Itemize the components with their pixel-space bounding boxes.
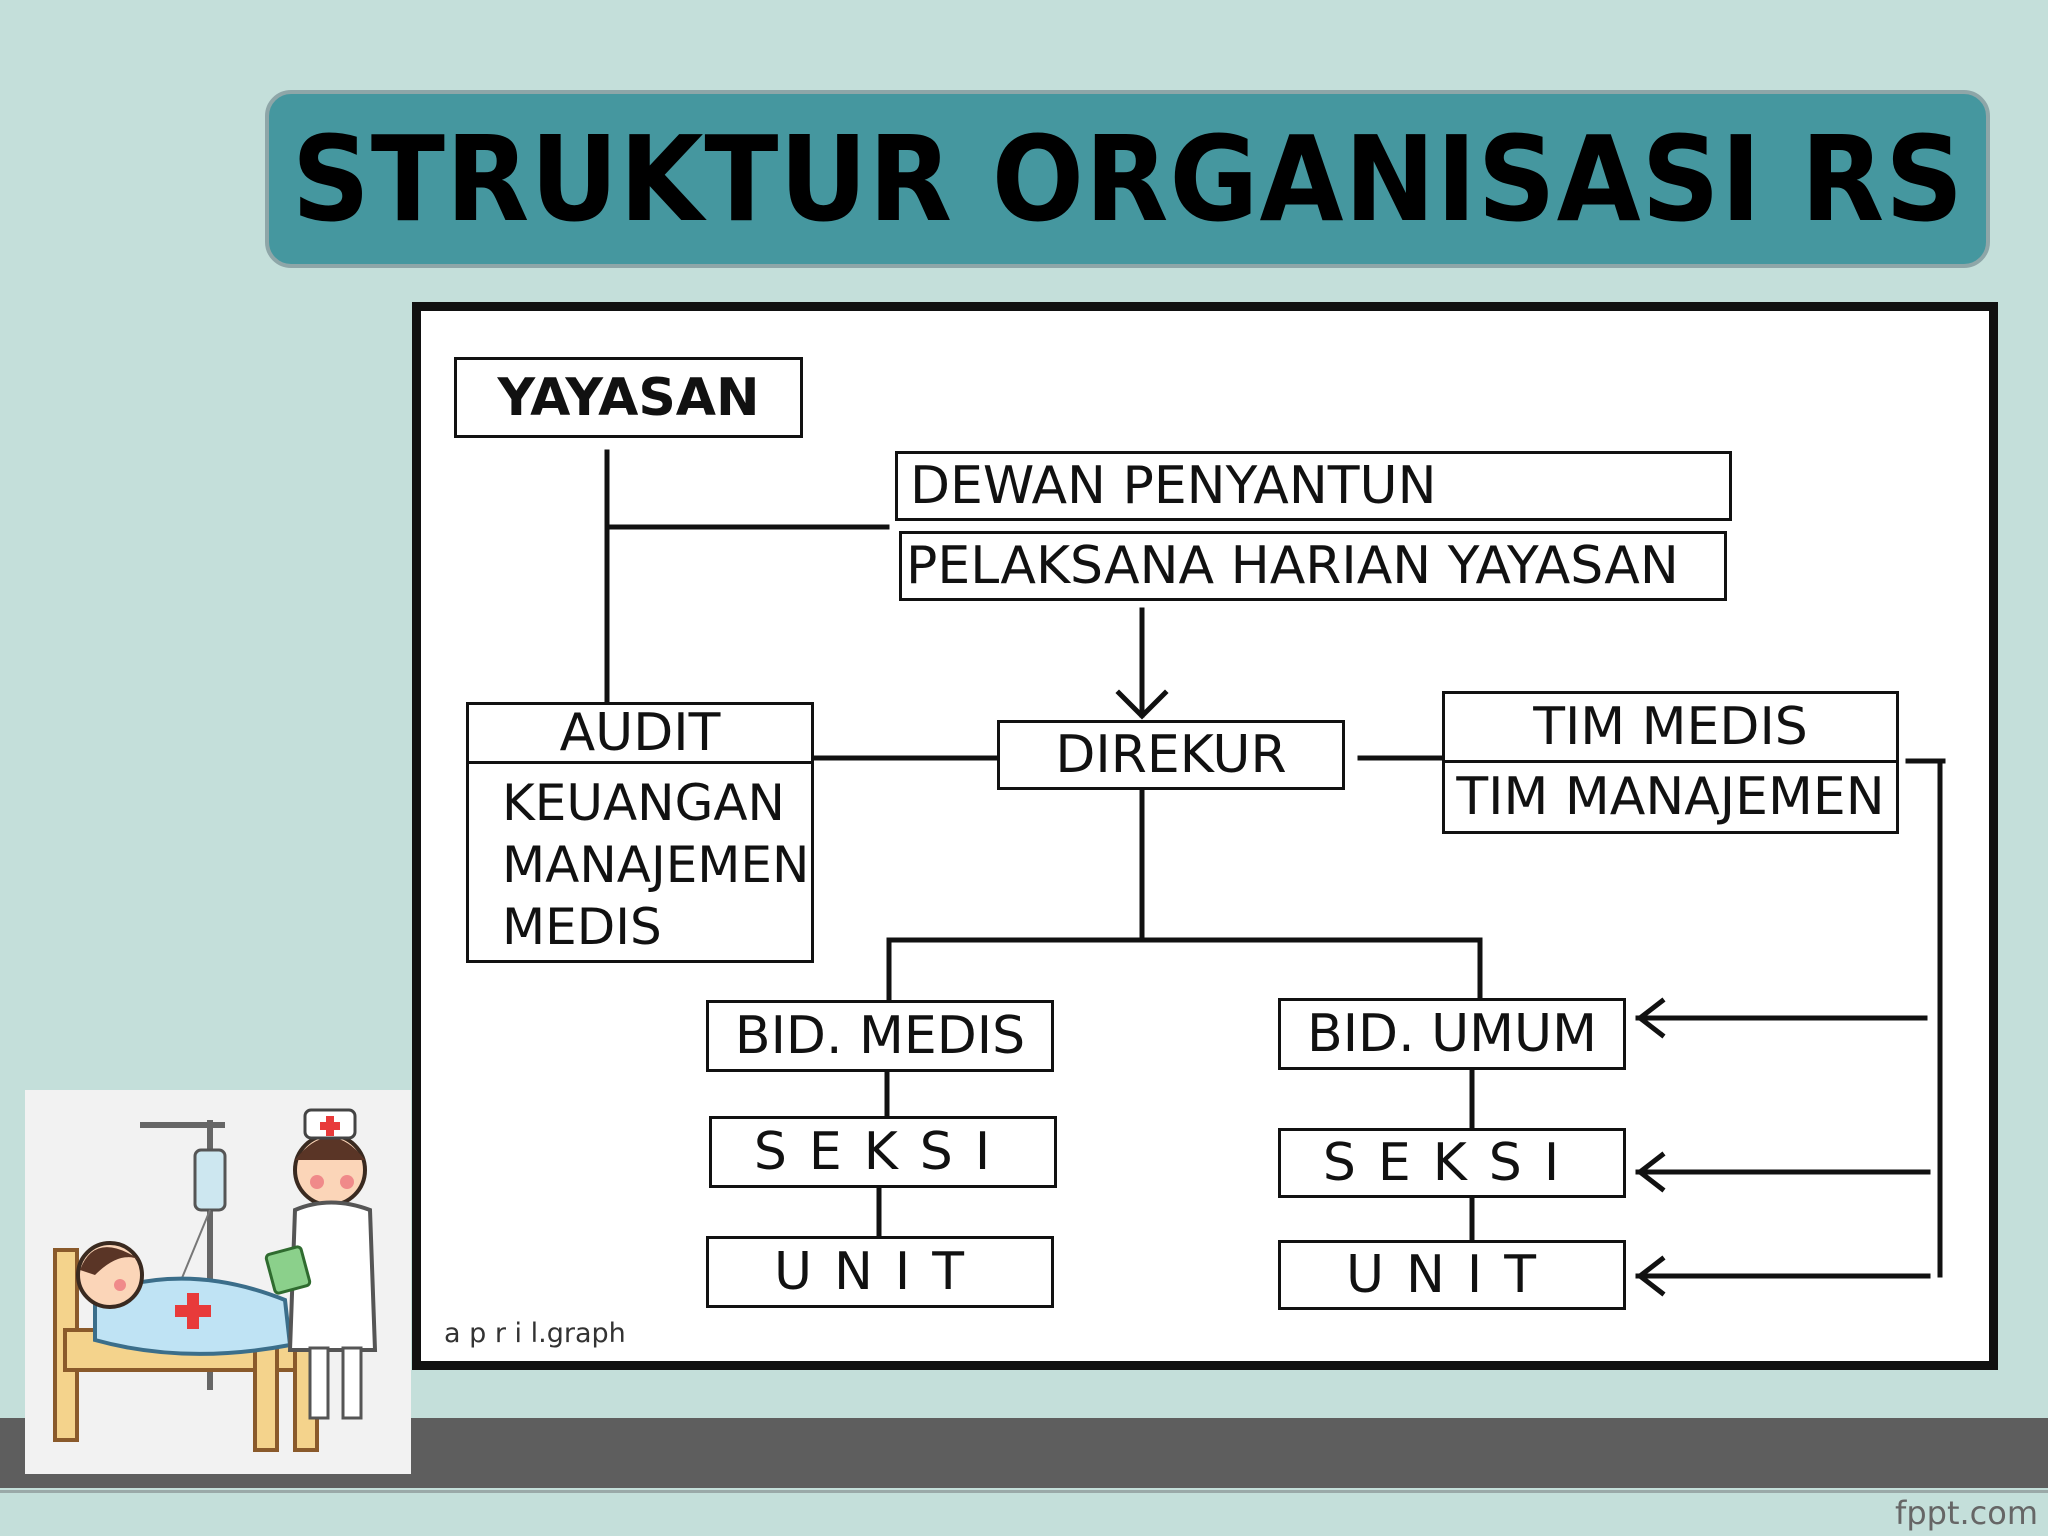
- audit-item: MANAJEMEN: [502, 836, 810, 894]
- label-tim-manajemen: TIM MANAJEMEN: [1456, 767, 1885, 827]
- box-yayasan: YAYASAN: [454, 357, 803, 438]
- slide-title: STRUKTUR ORGANISASI RS: [291, 110, 1964, 248]
- footer-divider: [0, 1490, 2048, 1493]
- arrowhead-direktur: [1115, 689, 1169, 720]
- audit-item-list: KEUANGAN MANAJEMEN MEDIS: [502, 772, 809, 958]
- box-dewan-penyantun: DEWAN PENYANTUN: [895, 451, 1732, 521]
- label-pelaksana-harian: PELAKSANA HARIAN YAYASAN: [906, 536, 1679, 596]
- label-bid-medis: BID. MEDIS: [734, 1006, 1026, 1066]
- box-direktur: DIREKUR: [997, 720, 1345, 790]
- chart-credit: a p r i l.graph: [444, 1318, 626, 1349]
- box-bid-umum: BID. UMUM: [1278, 998, 1626, 1070]
- label-seksi-left: SEKSI: [753, 1122, 1013, 1182]
- box-tim-manajemen: TIM MANAJEMEN: [1442, 760, 1899, 834]
- label-unit-right: UNIT: [1345, 1245, 1559, 1305]
- arrowhead-seksi: [1635, 1151, 1666, 1193]
- label-audit: AUDIT: [559, 703, 721, 763]
- arrowhead-bid-umum: [1635, 997, 1666, 1039]
- title-banner: STRUKTUR ORGANISASI RS: [265, 90, 1990, 268]
- audit-item: MEDIS: [502, 898, 662, 956]
- label-direktur: DIREKUR: [1055, 725, 1287, 785]
- box-seksi-right: SEKSI: [1278, 1128, 1626, 1198]
- box-pelaksana-harian: PELAKSANA HARIAN YAYASAN: [899, 531, 1727, 601]
- box-unit-right: UNIT: [1278, 1240, 1626, 1310]
- patient-nurse-illustration: [25, 1090, 411, 1474]
- box-seksi-left: SEKSI: [709, 1116, 1057, 1188]
- box-audit-list: [466, 761, 814, 963]
- audit-item: KEUANGAN: [502, 774, 785, 832]
- label-tim-medis: TIM MEDIS: [1533, 697, 1808, 757]
- box-tim-medis: TIM MEDIS: [1442, 691, 1899, 763]
- arrowhead-unit: [1635, 1255, 1666, 1297]
- footer-brand: fppt.com: [1895, 1494, 2038, 1532]
- box-bid-medis: BID. MEDIS: [706, 1000, 1054, 1072]
- box-audit-heading: AUDIT: [466, 702, 814, 764]
- label-unit-left: UNIT: [773, 1242, 987, 1302]
- box-unit-left: UNIT: [706, 1236, 1054, 1308]
- label-seksi-right: SEKSI: [1322, 1133, 1582, 1193]
- label-yayasan: YAYASAN: [497, 367, 760, 428]
- label-bid-umum: BID. UMUM: [1307, 1004, 1597, 1064]
- label-dewan-penyantun: DEWAN PENYANTUN: [910, 456, 1437, 516]
